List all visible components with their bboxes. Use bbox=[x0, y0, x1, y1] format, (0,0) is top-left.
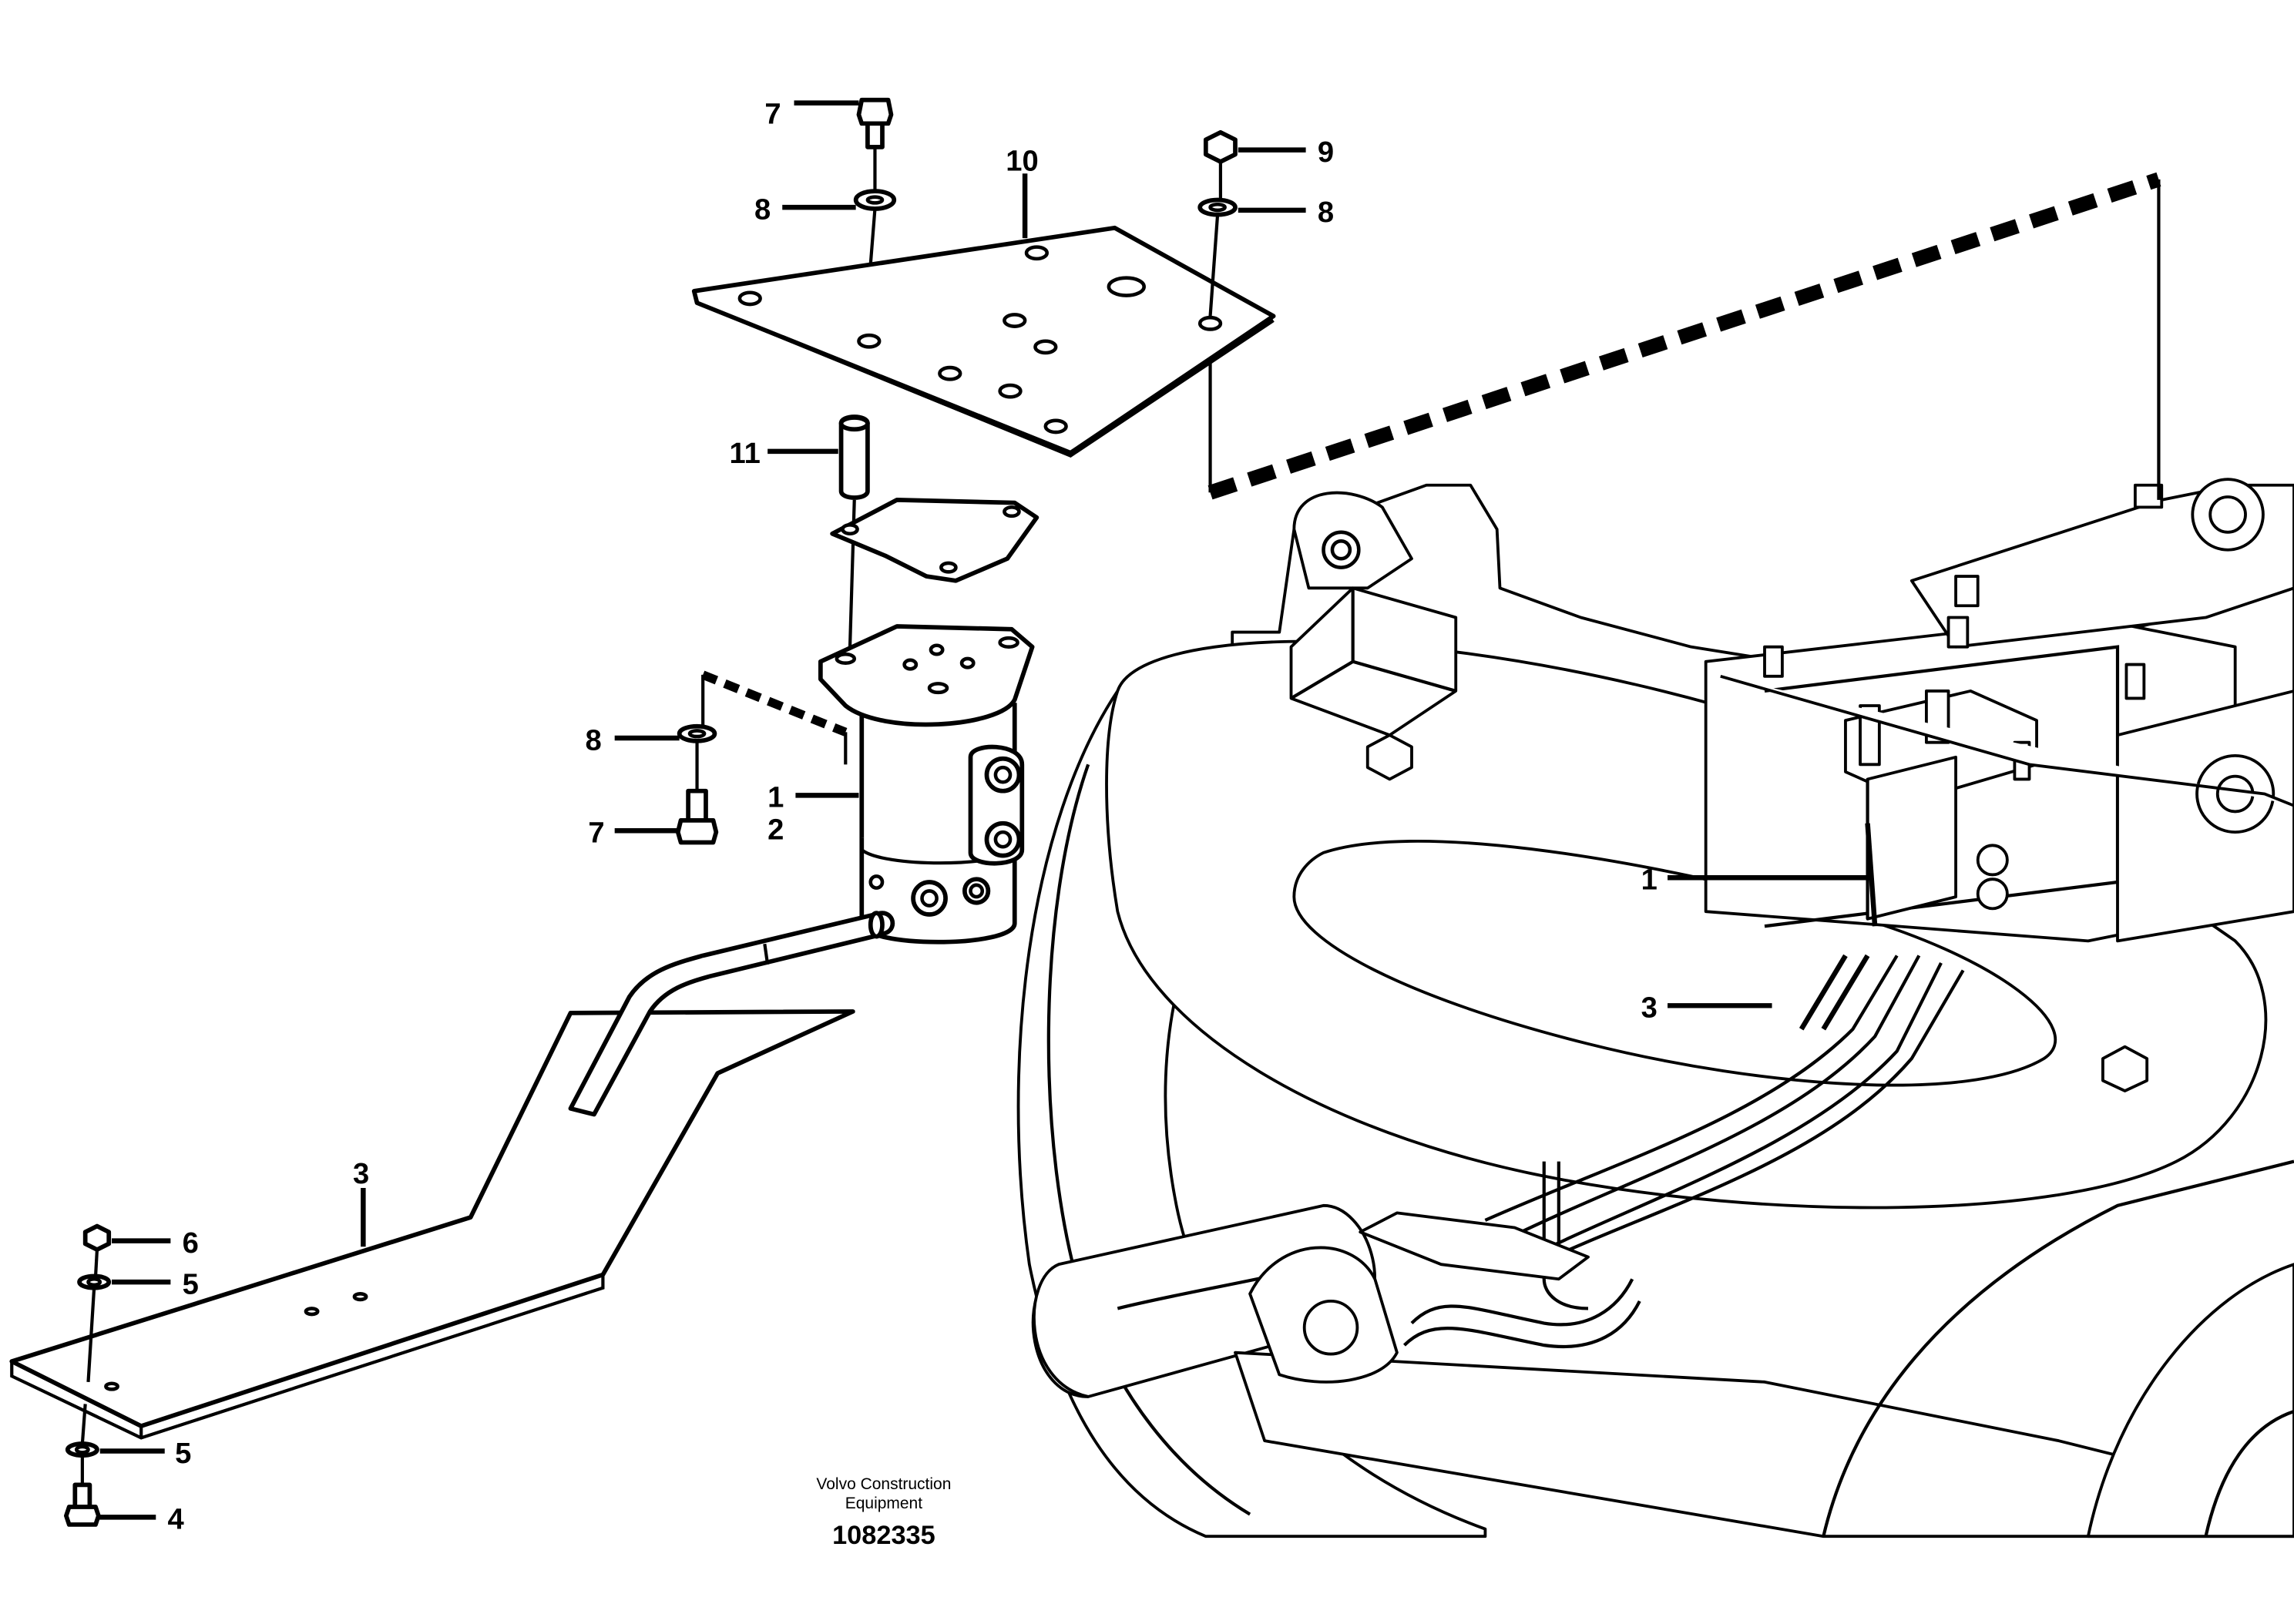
callout-7-top: 7 bbox=[764, 97, 781, 130]
callout-4: 4 bbox=[168, 1503, 185, 1536]
document-number: 1082335 bbox=[832, 1521, 935, 1550]
callout-8-left: 8 bbox=[586, 723, 602, 757]
screw-part-7-left bbox=[675, 788, 719, 845]
callout-7-left: 7 bbox=[588, 816, 604, 849]
machine-frame bbox=[1016, 478, 2294, 1538]
footer: Volvo Construction Equipment 1082335 bbox=[816, 1475, 951, 1550]
callout-2: 2 bbox=[767, 814, 784, 847]
nut-part-9 bbox=[1203, 129, 1238, 164]
callout-labels: 7 8 10 9 8 11 8 1 2 7 3 6 5 5 4 1 3 bbox=[168, 97, 1658, 1535]
callout-10: 10 bbox=[1006, 144, 1038, 177]
callout-5-top: 5 bbox=[183, 1267, 199, 1300]
callout-11: 11 bbox=[730, 437, 761, 470]
screw-part-4 bbox=[64, 1482, 101, 1527]
bracket-part-3 bbox=[9, 911, 885, 1440]
callout-3-left: 3 bbox=[353, 1157, 369, 1190]
nut-part-6 bbox=[82, 1223, 112, 1252]
leader-lines bbox=[96, 100, 1871, 1520]
gasket bbox=[830, 497, 1040, 583]
rotary-valve-part-1-2 bbox=[818, 624, 1035, 945]
callout-1-left: 1 bbox=[767, 781, 784, 814]
manufacturer-line-2: Equipment bbox=[845, 1495, 922, 1512]
callout-1-right: 1 bbox=[1641, 864, 1658, 897]
dashed-reference-line bbox=[1207, 172, 2161, 500]
callout-8-right: 8 bbox=[1318, 196, 1334, 229]
screw-part-7-top bbox=[856, 97, 894, 149]
callout-9: 9 bbox=[1318, 136, 1334, 169]
callout-5-bottom: 5 bbox=[175, 1437, 191, 1470]
callout-8-top: 8 bbox=[754, 193, 771, 226]
manufacturer-line-1: Volvo Construction bbox=[816, 1475, 951, 1493]
callout-3-right: 3 bbox=[1641, 992, 1658, 1025]
exploded-parts bbox=[9, 97, 1276, 1527]
callout-6: 6 bbox=[183, 1226, 199, 1260]
